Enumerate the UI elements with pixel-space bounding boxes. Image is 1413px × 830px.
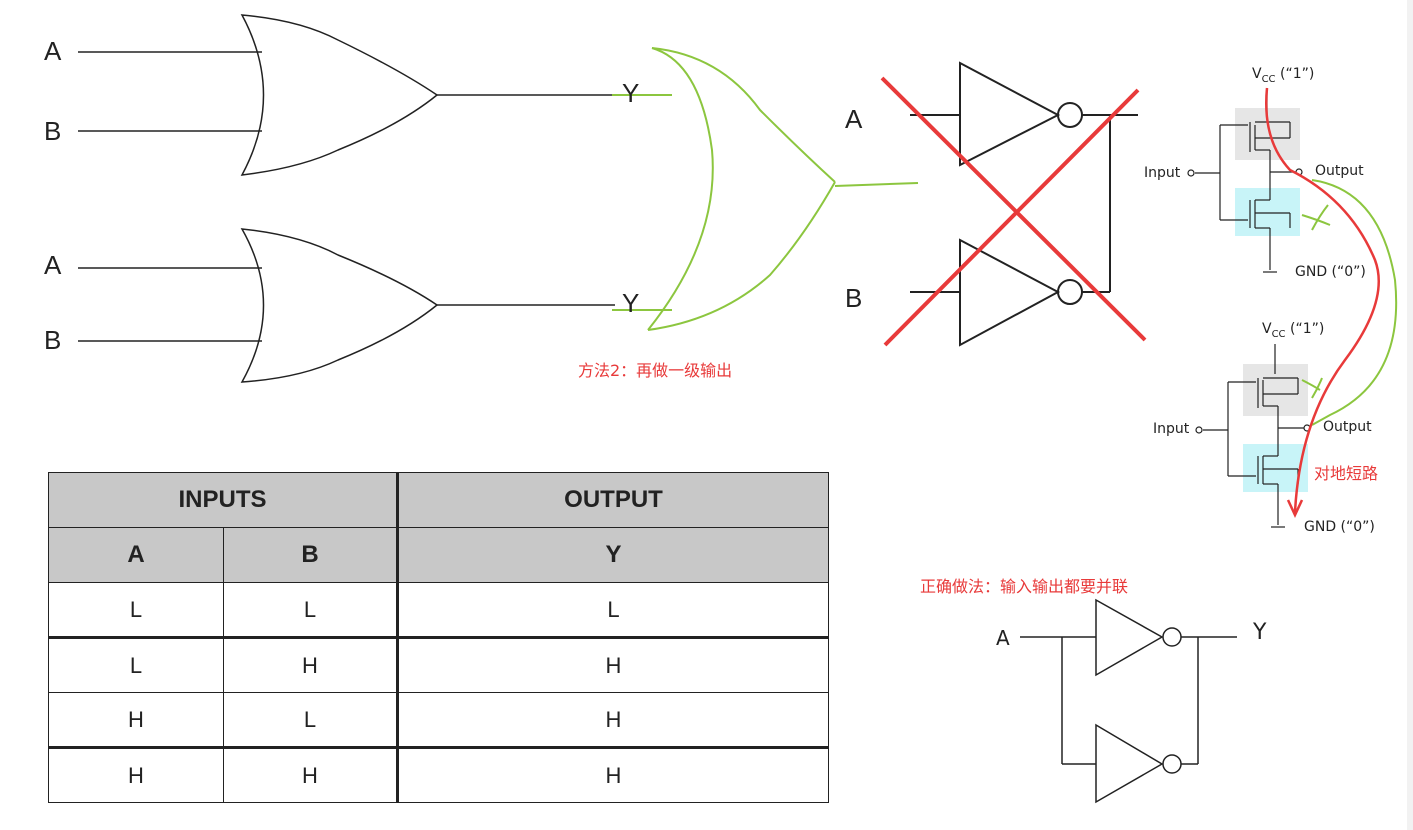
crossed-input-a: A	[845, 104, 863, 134]
parallel-output-y: Y	[1253, 620, 1267, 645]
table-cell: H	[48, 692, 224, 749]
table-cell: H	[397, 692, 829, 749]
table-cell: H	[397, 747, 829, 803]
scrollbar[interactable]	[1407, 0, 1413, 830]
table-cell: L	[223, 692, 399, 749]
or-bottom-input-b: B	[44, 325, 62, 355]
table-cell: L	[223, 582, 399, 639]
red-short-path	[1265, 87, 1380, 518]
table-cell: H	[397, 637, 829, 693]
table-cell: L	[48, 637, 224, 693]
output-header: OUTPUT	[397, 472, 829, 528]
truth-table-group-header: INPUTS OUTPUT	[48, 472, 829, 528]
cmos-top-gnd: GND (“0”)	[1295, 264, 1366, 280]
table-row: H H H	[48, 747, 829, 803]
crossed-input-b: B	[845, 283, 863, 313]
col-header-y: Y	[397, 527, 829, 583]
table-cell: L	[48, 582, 224, 639]
method2-note: 方法2：再做一级输出	[578, 361, 733, 380]
col-header-b: B	[223, 527, 399, 583]
table-row: L H H	[48, 637, 829, 693]
or-gate-top	[78, 14, 615, 176]
cmos-bottom-output: Output	[1323, 419, 1372, 435]
or-bottom-output-y: Y	[622, 288, 640, 318]
correct-method-note: 正确做法：输入输出都要并联	[920, 577, 1129, 596]
parallel-inverters	[1020, 598, 1237, 804]
table-cell: H	[223, 637, 399, 693]
table-row: L L L	[48, 582, 829, 639]
cmos-bottom-gnd: GND (“0”)	[1304, 519, 1375, 535]
or-top-input-a: A	[44, 36, 62, 66]
truth-table-col-header: A B Y	[48, 527, 829, 583]
green-output-link	[1301, 179, 1398, 426]
cmos-top-output: Output	[1315, 163, 1364, 179]
cmos-inverter-top	[1187, 88, 1303, 273]
table-cell: L	[397, 582, 829, 639]
or-bottom-input-a: A	[44, 250, 62, 280]
table-row: H L H	[48, 692, 829, 749]
green-sketch-or-gate	[612, 47, 919, 331]
cmos-top-input: Input	[1144, 165, 1181, 181]
or-gate-bottom	[78, 228, 615, 383]
col-header-a: A	[48, 527, 224, 583]
cmos-bottom-input: Input	[1153, 421, 1190, 437]
table-cell: H	[48, 747, 224, 803]
cmos-bottom-vcc: VCC (“1”)	[1262, 321, 1325, 340]
table-cell: H	[223, 747, 399, 803]
cmos-inverter-bottom	[1195, 344, 1311, 528]
crossed-inverters	[910, 61, 1138, 347]
or-top-input-b: B	[44, 116, 62, 146]
cmos-top-vcc: VCC (“1”)	[1252, 66, 1315, 85]
parallel-input-a: A	[996, 626, 1010, 650]
inputs-header: INPUTS	[48, 472, 399, 528]
red-x-mark	[880, 76, 1147, 347]
truth-table: INPUTS OUTPUT A B Y L L L L H H H L H H …	[48, 472, 829, 803]
short-circuit-note: 对地短路	[1314, 464, 1379, 483]
or-top-output-y: Y	[622, 78, 640, 108]
